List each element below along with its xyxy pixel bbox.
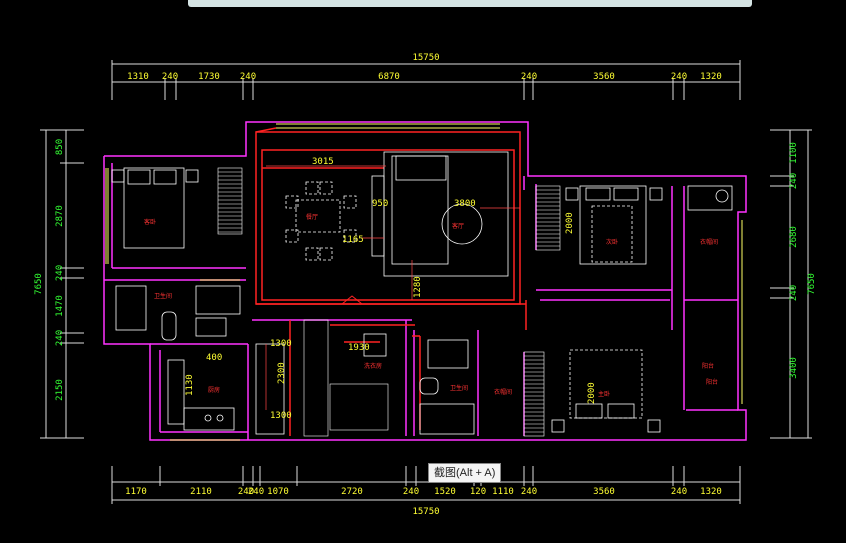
dim-top: 6870 xyxy=(378,72,400,82)
inner-dim: 400 xyxy=(206,353,222,363)
room-label: 卫生间 xyxy=(154,292,172,300)
dim-top: 3560 xyxy=(593,72,615,82)
wardrobe-units xyxy=(217,167,561,437)
room-label: 客厅 xyxy=(452,222,464,230)
room-label: 衣帽间 xyxy=(700,238,718,246)
room-label: 次卧 xyxy=(606,238,618,246)
dim-top: 240 xyxy=(671,72,687,82)
inner-dim: 3800 xyxy=(454,199,476,209)
dim-top: 240 xyxy=(240,72,256,82)
room-label: 客卧 xyxy=(144,218,156,226)
inner-dim: 2000 xyxy=(587,382,597,404)
room-label: 阳台 xyxy=(702,362,714,370)
room-label: 卫生间 xyxy=(450,384,468,392)
dim-top: 240 xyxy=(521,72,537,82)
dim-top: 1730 xyxy=(198,72,220,82)
dim-right: 2680 xyxy=(789,226,799,248)
wardrobe-hatching xyxy=(218,171,560,433)
dim-right: 1100 xyxy=(789,142,799,164)
room-label: 洗衣房 xyxy=(364,362,382,370)
inner-dim: 1280 xyxy=(413,276,423,298)
inner-dim: 1165 xyxy=(342,235,364,245)
dim-left: 850 xyxy=(55,139,65,155)
bottom-dimension-chain xyxy=(111,466,741,504)
dim-bottom: 2720 xyxy=(341,487,363,497)
living-dining-walls xyxy=(255,127,527,436)
dim-bottom: 2110 xyxy=(190,487,212,497)
dim-top-total: 15750 xyxy=(412,53,439,63)
dim-bottom: 1320 xyxy=(700,487,722,497)
room-label: 主卧 xyxy=(598,390,610,398)
dim-bottom: 1520 xyxy=(434,487,456,497)
room-label: 阳台 xyxy=(706,378,718,386)
room-label: 厨房 xyxy=(208,386,220,394)
dim-right-total: 7650 xyxy=(807,273,817,295)
dim-right: 240 xyxy=(789,285,799,301)
dim-bottom: 240 xyxy=(521,487,537,497)
screenshot-shortcut-tooltip: 截图(Alt + A) xyxy=(428,463,502,483)
dim-bottom: 3560 xyxy=(593,487,615,497)
dim-bottom: 1170 xyxy=(125,487,147,497)
top-dimension-chain xyxy=(111,60,741,100)
right-dimension-chain xyxy=(770,129,812,439)
left-dimension-chain xyxy=(40,129,84,439)
room-label: 衣帽间 xyxy=(494,388,512,396)
inner-dim: 1300 xyxy=(270,411,292,421)
dim-left: 240 xyxy=(55,330,65,346)
dim-top: 1310 xyxy=(127,72,149,82)
dim-right: 240 xyxy=(789,173,799,189)
inner-dim: 2000 xyxy=(565,212,575,234)
dim-top: 240 xyxy=(162,72,178,82)
inner-dim: 1300 xyxy=(270,339,292,349)
entrance-arrow-icon xyxy=(341,295,363,305)
dim-bottom: 240 xyxy=(238,487,254,497)
dim-bottom: 1070 xyxy=(267,487,289,497)
inner-dim: 2300 xyxy=(277,362,287,384)
inner-dim: 1930 xyxy=(348,343,370,353)
exterior-walls xyxy=(103,121,747,441)
dim-left: 2150 xyxy=(55,379,65,401)
dim-bottom: 1110 xyxy=(492,487,514,497)
dim-bottom: 240 xyxy=(248,487,264,497)
dim-left: 240 xyxy=(55,265,65,281)
dim-left: 2870 xyxy=(55,205,65,227)
room-label: 餐厅 xyxy=(306,213,318,221)
dim-bottom: 240 xyxy=(671,487,687,497)
dim-bottom-total: 15750 xyxy=(412,507,439,517)
window-frames xyxy=(105,123,743,441)
furniture xyxy=(111,151,733,435)
inner-dimension-lines xyxy=(265,165,520,410)
dim-left: 1470 xyxy=(55,295,65,317)
dim-top: 1320 xyxy=(700,72,722,82)
dim-left-total: 7650 xyxy=(34,273,44,295)
inner-dim: 1130 xyxy=(185,374,195,396)
dim-bottom: 120 xyxy=(470,487,486,497)
inner-dim: 950 xyxy=(372,199,388,209)
dim-bottom: 240 xyxy=(403,487,419,497)
top-toolbar-strip xyxy=(188,0,752,7)
dim-right: 3400 xyxy=(789,357,799,379)
inner-dim: 3015 xyxy=(312,157,334,167)
